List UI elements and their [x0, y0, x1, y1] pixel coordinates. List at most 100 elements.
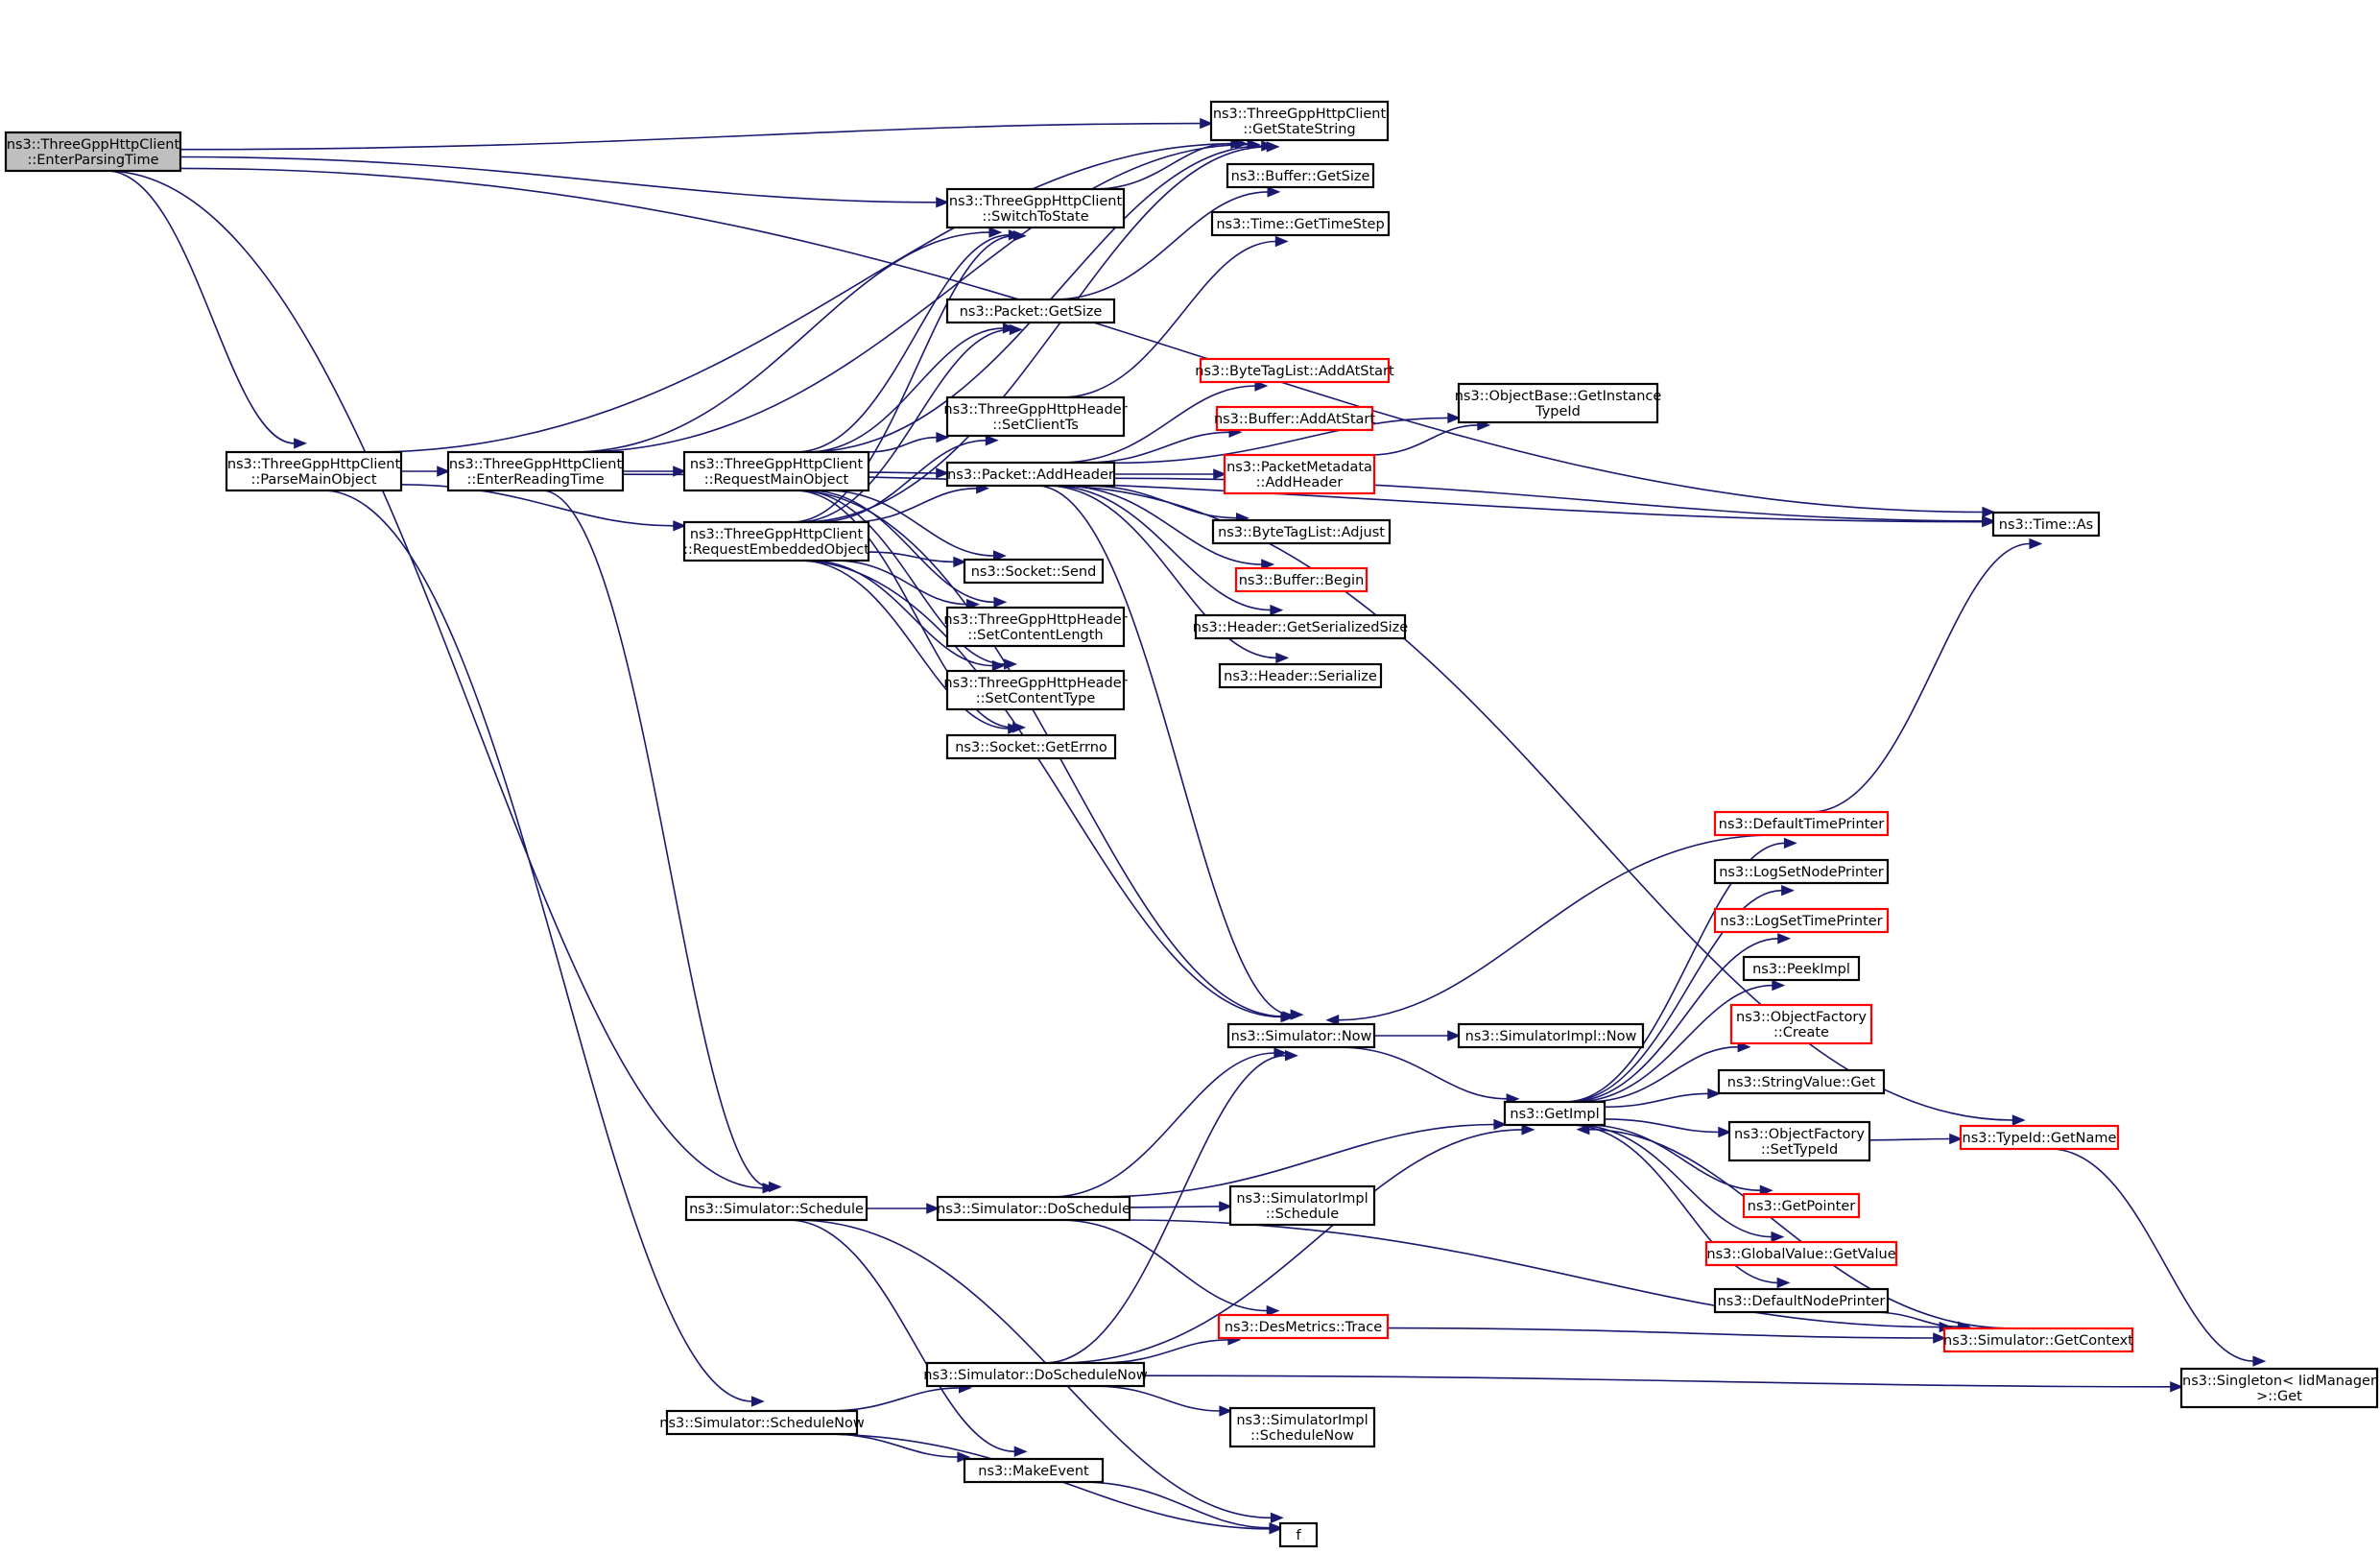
node-box[interactable]: [963, 1457, 1105, 1484]
node-box[interactable]: [2179, 1367, 2379, 1409]
node-box[interactable]: [1942, 1327, 2134, 1353]
node-bufAddAtStart[interactable]: ns3::Buffer::AddAtStart: [1214, 405, 1375, 432]
node-enterReading[interactable]: ns3::ThreeGppHttpClient::EnterReadingTim…: [446, 450, 625, 492]
node-box[interactable]: [1717, 1068, 1886, 1095]
node-pktGetSize[interactable]: ns3::Packet::GetSize: [945, 298, 1116, 324]
node-box[interactable]: [1218, 662, 1383, 689]
node-bufBegin[interactable]: ns3::Buffer::Begin: [1234, 566, 1368, 593]
node-btlAddAtStart[interactable]: ns3::ByteTagList::AddAtStart: [1195, 357, 1394, 384]
node-sockErrno[interactable]: ns3::Socket::GetErrno: [945, 733, 1117, 760]
node-timeAs[interactable]: ns3::Time::As: [1991, 511, 2101, 538]
node-desTrace[interactable]: ns3::DesMetrics::Trace: [1217, 1313, 1390, 1340]
node-box[interactable]: [963, 558, 1105, 585]
node-simDoSchedule[interactable]: ns3::Simulator::DoSchedule: [936, 1195, 1131, 1222]
node-box[interactable]: [1209, 100, 1390, 142]
node-box[interactable]: [1742, 1192, 1861, 1219]
node-box[interactable]: [1278, 1521, 1319, 1548]
node-box[interactable]: [1215, 405, 1374, 432]
node-reqEmb[interactable]: ns3::ThreeGppHttpClient::RequestEmbedded…: [682, 520, 870, 562]
node-box[interactable]: [1713, 1287, 1890, 1314]
node-simNow[interactable]: ns3::Simulator::Now: [1226, 1022, 1376, 1049]
node-root[interactable]: ns3::ThreeGppHttpClient::EnterParsingTim…: [4, 131, 182, 173]
node-getPointer[interactable]: ns3::GetPointer: [1742, 1192, 1861, 1219]
node-pktAddHeader[interactable]: ns3::Packet::AddHeader: [945, 461, 1116, 488]
node-box[interactable]: [1457, 1022, 1645, 1049]
node-box[interactable]: [1729, 1003, 1873, 1045]
node-box[interactable]: [682, 520, 870, 562]
node-defNodePrinter[interactable]: ns3::DefaultNodePrinter: [1713, 1287, 1890, 1314]
node-simSchedNow[interactable]: ns3::Simulator::ScheduleNow: [659, 1409, 865, 1436]
node-strValGet[interactable]: ns3::StringValue::Get: [1717, 1068, 1886, 1095]
node-box[interactable]: [1727, 1120, 1871, 1162]
node-sockSend[interactable]: ns3::Socket::Send: [963, 558, 1105, 585]
node-defTimePrinter[interactable]: ns3::DefaultTimePrinter: [1713, 810, 1890, 837]
node-singletonGet[interactable]: ns3::Singleton< IidManager >::Get: [2179, 1367, 2379, 1409]
node-box[interactable]: [1228, 1406, 1376, 1448]
node-box[interactable]: [945, 606, 1126, 648]
node-timeStep[interactable]: ns3::Time::GetTimeStep: [1210, 210, 1391, 237]
node-box[interactable]: [1713, 907, 1890, 934]
node-box[interactable]: [1959, 1124, 2120, 1151]
node-simDoSchedNow[interactable]: ns3::Simulator::DoScheduleNow: [923, 1361, 1148, 1388]
node-makeEvent[interactable]: ns3::MakeEvent: [963, 1457, 1105, 1484]
node-box[interactable]: [1223, 453, 1376, 495]
node-box[interactable]: [945, 733, 1117, 760]
node-box[interactable]: [665, 1409, 859, 1436]
node-setClientTs[interactable]: ns3::ThreeGppHttpHeader::SetClientTs: [943, 395, 1128, 438]
node-box[interactable]: [925, 1361, 1146, 1388]
node-box[interactable]: [1211, 518, 1392, 545]
node-box[interactable]: [945, 461, 1116, 488]
node-pmAddHeader[interactable]: ns3::PacketMetadata::AddHeader: [1223, 453, 1376, 495]
node-gvGetValue[interactable]: ns3::GlobalValue::GetValue: [1704, 1240, 1898, 1267]
node-box[interactable]: [225, 450, 403, 492]
node-bufGetSize[interactable]: ns3::Buffer::GetSize: [1226, 162, 1375, 189]
node-objFactCreate[interactable]: ns3::ObjectFactory::Create: [1729, 1003, 1873, 1045]
node-box[interactable]: [1503, 1100, 1606, 1127]
node-box[interactable]: [4, 131, 182, 173]
node-box[interactable]: [1713, 810, 1890, 837]
node-parseMain[interactable]: ns3::ThreeGppHttpClient::ParseMainObject: [225, 450, 403, 492]
node-setContType[interactable]: ns3::ThreeGppHttpHeader::SetContentType: [943, 669, 1128, 711]
node-box[interactable]: [936, 1195, 1131, 1222]
node-btlAdjust[interactable]: ns3::ByteTagList::Adjust: [1211, 518, 1392, 545]
node-logSetNode[interactable]: ns3::LogSetNodePrinter: [1713, 858, 1890, 885]
node-box[interactable]: [945, 187, 1126, 229]
node-box[interactable]: [1704, 1240, 1898, 1267]
node-box[interactable]: [1713, 858, 1890, 885]
node-getImpl[interactable]: ns3::GetImpl: [1503, 1100, 1606, 1127]
node-box[interactable]: [945, 669, 1126, 711]
node-box[interactable]: [1228, 1184, 1376, 1227]
node-box[interactable]: [1742, 955, 1861, 982]
node-simImplSchedNow[interactable]: ns3::SimulatorImpl::ScheduleNow: [1228, 1406, 1376, 1448]
node-objFactSetTid[interactable]: ns3::ObjectFactory::SetTypeId: [1727, 1120, 1871, 1162]
node-simGetContext[interactable]: ns3::Simulator::GetContext: [1942, 1327, 2134, 1353]
node-box[interactable]: [1457, 382, 1659, 424]
node-box[interactable]: [1199, 357, 1391, 384]
node-box[interactable]: [1226, 162, 1375, 189]
node-reqMain[interactable]: ns3::ThreeGppHttpClient::RequestMainObje…: [682, 450, 870, 492]
node-simImplNow[interactable]: ns3::SimulatorImpl::Now: [1457, 1022, 1645, 1049]
node-box[interactable]: [682, 450, 870, 492]
node-box[interactable]: [1234, 566, 1368, 593]
node-box[interactable]: [1194, 613, 1407, 640]
node-switchState[interactable]: ns3::ThreeGppHttpClient::SwitchToState: [945, 187, 1126, 229]
node-box[interactable]: [1217, 1313, 1390, 1340]
node-getState[interactable]: ns3::ThreeGppHttpClient::GetStateString: [1209, 100, 1390, 142]
node-setContLen[interactable]: ns3::ThreeGppHttpHeader::SetContentLengt…: [943, 606, 1128, 648]
node-simSchedule[interactable]: ns3::Simulator::Schedule: [684, 1195, 869, 1222]
node-logSetTime[interactable]: ns3::LogSetTimePrinter: [1713, 907, 1890, 934]
node-box[interactable]: [945, 298, 1116, 324]
node-simImplSched[interactable]: ns3::SimulatorImpl::Schedule: [1228, 1184, 1376, 1227]
node-box[interactable]: [446, 450, 625, 492]
node-hdrGetSer[interactable]: ns3::Header::GetSerializedSize: [1193, 613, 1409, 640]
node-box[interactable]: [1226, 1022, 1376, 1049]
node-peekImpl[interactable]: ns3::PeekImpl: [1742, 955, 1861, 982]
node-box[interactable]: [1210, 210, 1391, 237]
node-f[interactable]: f: [1278, 1521, 1319, 1548]
node-box[interactable]: [1991, 511, 2101, 538]
node-tidGetName[interactable]: ns3::TypeId::GetName: [1959, 1124, 2120, 1151]
node-box[interactable]: [945, 395, 1126, 438]
node-box[interactable]: [684, 1195, 869, 1222]
node-hdrSer[interactable]: ns3::Header::Serialize: [1218, 662, 1383, 689]
